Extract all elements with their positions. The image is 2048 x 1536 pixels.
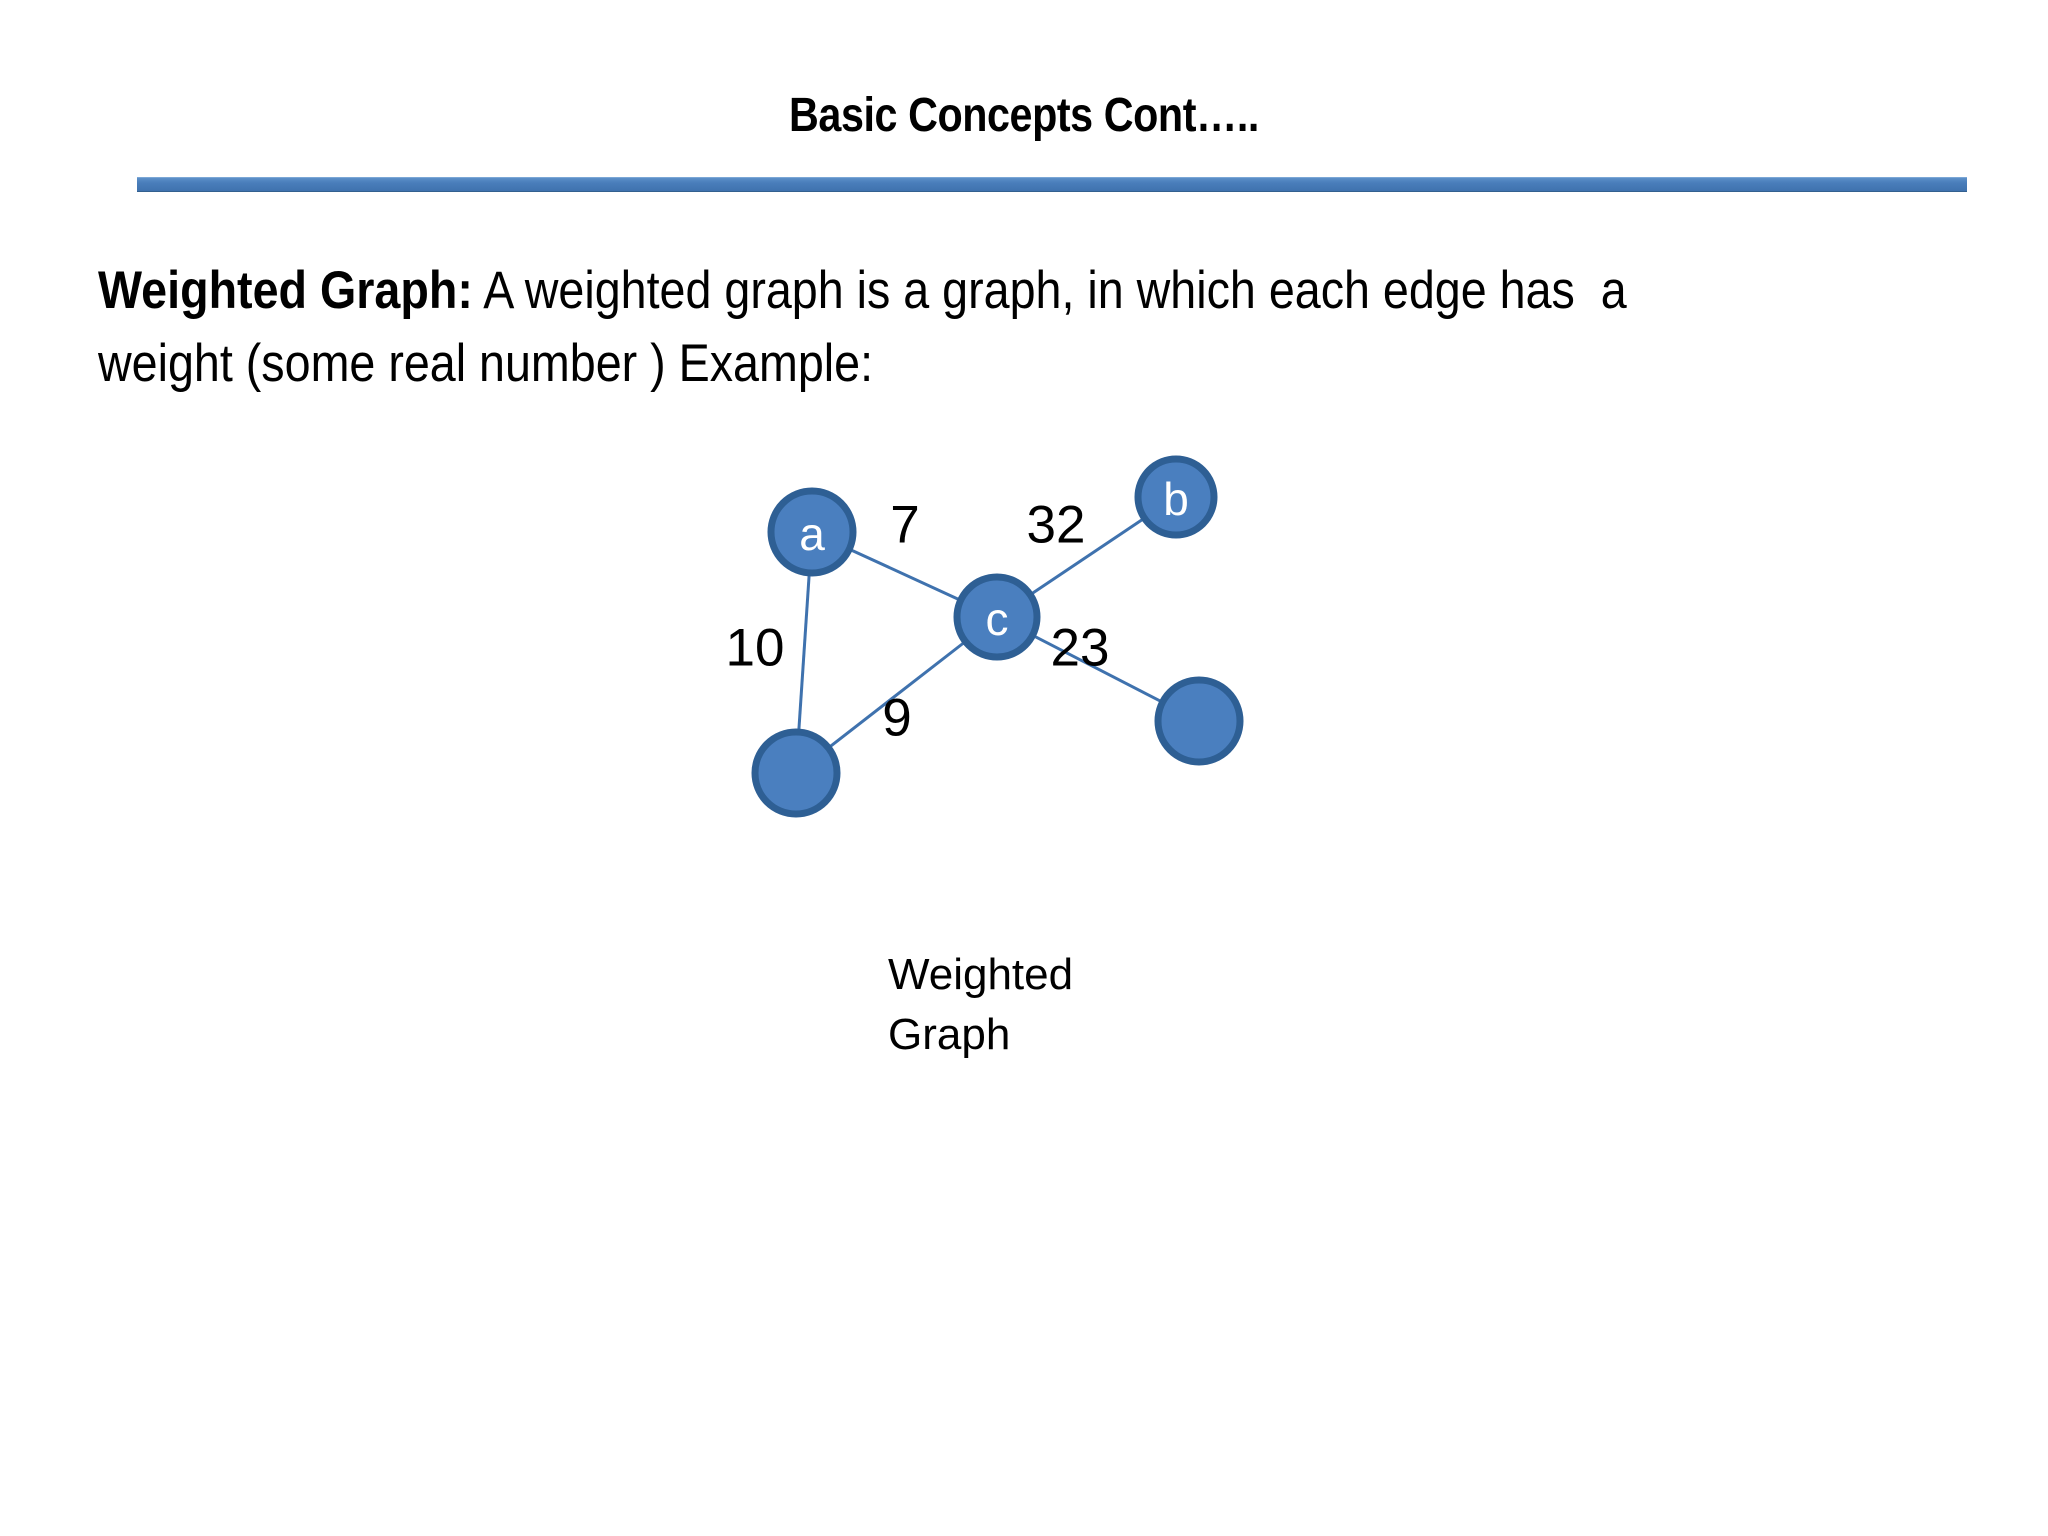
body-term: Weighted Graph: [98,261,473,320]
node-circle [1134,455,1218,539]
graph-edge-a-c [850,548,960,601]
edge-weight-a-d: 10 [726,619,785,678]
graph-node-d[interactable] [751,728,841,818]
node-label: c [986,593,1009,645]
node-circle [751,728,841,818]
node-circle [1154,676,1244,766]
node-layer: a b c [751,455,1244,818]
graph-node-c[interactable]: c [953,573,1041,661]
node-label: a [799,508,825,560]
graph-node-e[interactable] [1154,676,1244,766]
graph-edge-d-c [829,641,965,748]
node-circle [767,487,857,577]
node-label: b [1163,473,1189,525]
body-paragraph: Weighted Graph: A weighted graph is a gr… [98,254,1752,400]
graph-node-a[interactable]: a [767,487,857,577]
figure-caption: Weighted Graph [888,950,1074,1059]
edge-weight-d-c: 9 [882,689,911,748]
graph-edge-c-b [1031,518,1144,595]
page-title: Basic Concepts Cont….. [789,89,1259,142]
edge-weight-c-b: 32 [1027,496,1086,555]
edge-weight-c-e: 23 [1051,619,1110,678]
body-definition: A weighted graph is a graph, in which ea… [98,261,1640,393]
edge-layer [797,518,1162,748]
graph-edge-a-d [797,574,811,731]
title-divider-rule [137,177,1967,192]
node-circle [953,573,1041,661]
graph-edge-c-e [1033,634,1162,703]
graph-node-b[interactable]: b [1134,455,1218,539]
edge-weight-a-c: 7 [890,496,919,555]
weight-layer: 7 32 10 9 23 [726,496,1110,748]
